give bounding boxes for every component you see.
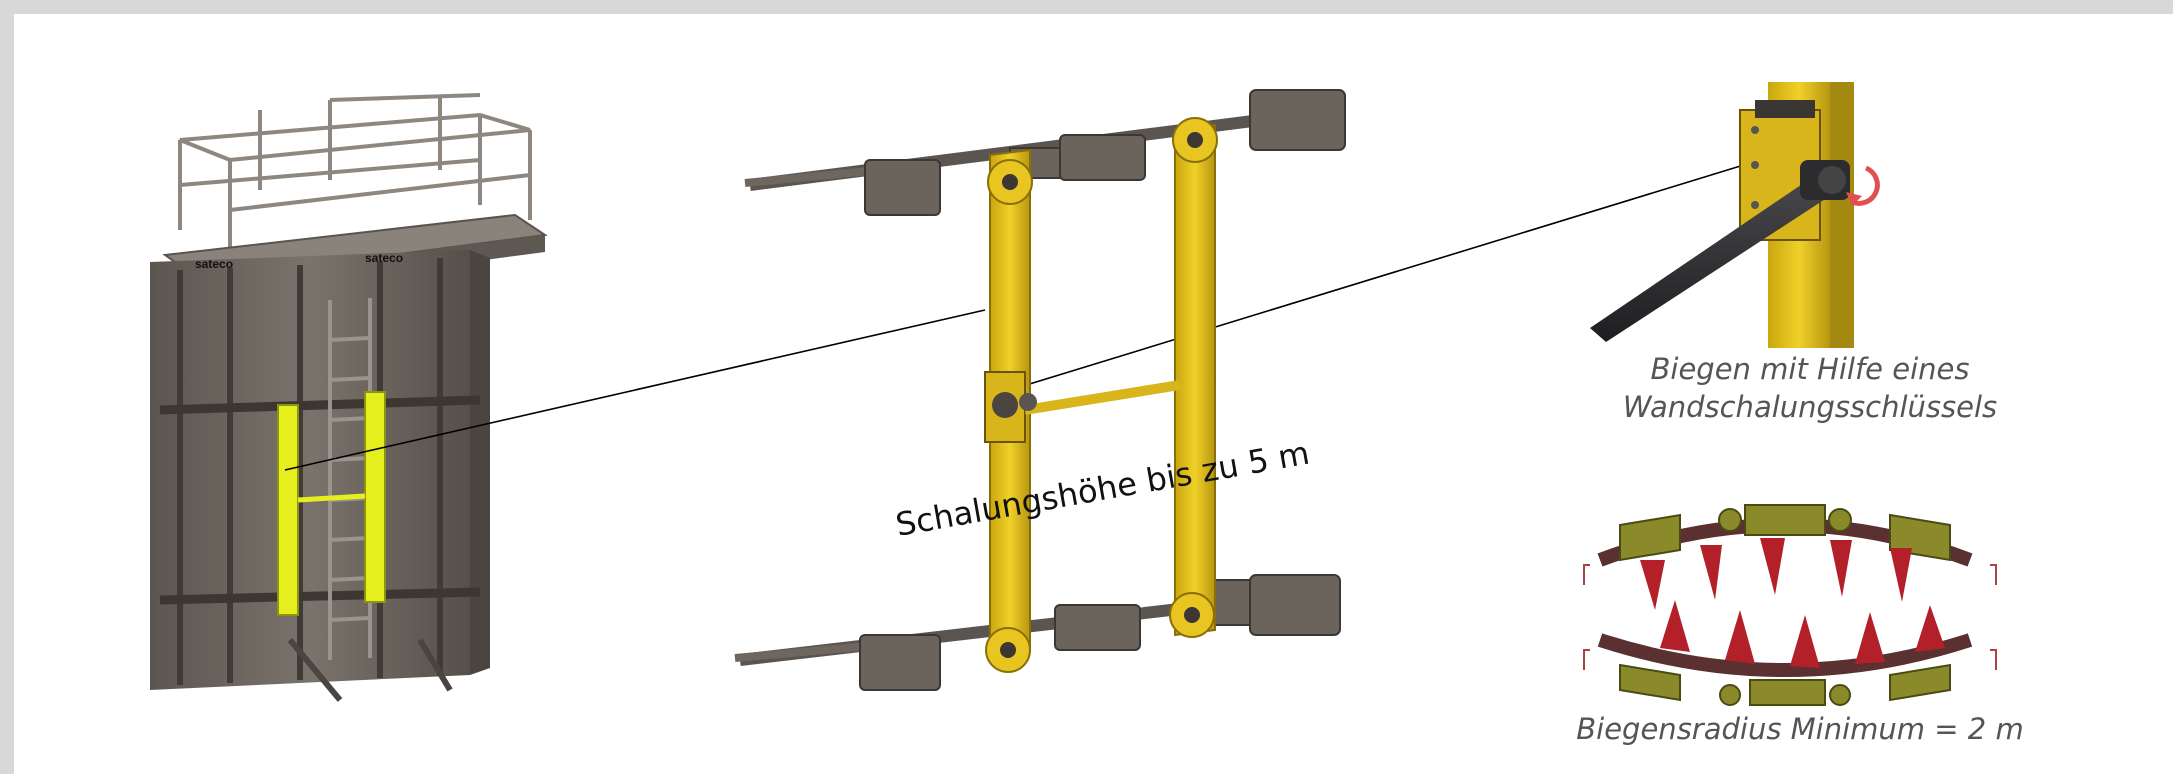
wrench-caption-line-1: Biegen mit Hilfe eines: [1650, 352, 1970, 386]
bending-radius-diagram: [1583, 504, 1997, 706]
brand-label-2: sateco: [365, 251, 403, 265]
bending-mechanism-illustration: [734, 89, 1346, 691]
connector-line-right: [1009, 159, 1761, 391]
connector-line-left: [284, 309, 986, 471]
formwork-panel-illustration: [150, 93, 548, 702]
wrench-caption: Biegen mit Hilfe eines Wandschalungsschl…: [1590, 350, 2030, 426]
formwork-height-label: Schalungshöhe bis zu 5 m: [893, 434, 1312, 544]
brand-label-1: sateco: [195, 257, 233, 271]
wrench-caption-line-2: Wandschalungsschlüssels: [1622, 390, 1998, 424]
radius-caption: Biegensradius Minimum = 2 m: [1576, 712, 2024, 746]
wrench-detail-illustration: [1590, 82, 1880, 348]
